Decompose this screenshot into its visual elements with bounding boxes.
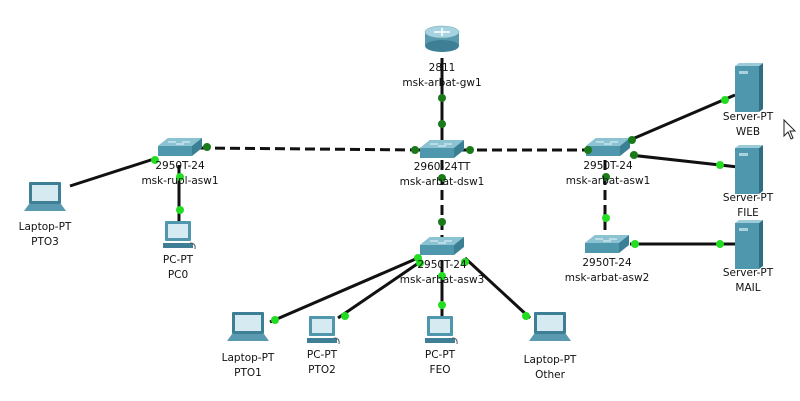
port-status-dot bbox=[416, 259, 424, 267]
device-name-label: WEB bbox=[735, 126, 761, 138]
device-model-label: PC-PT bbox=[162, 254, 194, 266]
switch-asw2-icon[interactable] bbox=[585, 235, 629, 253]
port-status-dot bbox=[631, 240, 639, 248]
link-rupl-dsw1[interactable] bbox=[199, 146, 423, 152]
device-name-label: PC0 bbox=[167, 269, 189, 281]
device-model-label: Laptop-PT bbox=[221, 352, 275, 364]
port-status-dot bbox=[341, 312, 349, 320]
device-name-label: PTO3 bbox=[31, 236, 59, 248]
port-status-dot bbox=[628, 136, 636, 144]
port-status-dot bbox=[466, 146, 474, 154]
device-model-label: PC-PT bbox=[306, 349, 338, 361]
device-model-label: 2950T-24 bbox=[582, 257, 632, 269]
router-gw1-icon[interactable] bbox=[424, 25, 460, 52]
server-file-icon[interactable] bbox=[735, 145, 763, 194]
port-status-dot bbox=[721, 96, 729, 104]
laptop-other-icon[interactable] bbox=[529, 312, 571, 341]
switch-dsw1-icon[interactable] bbox=[420, 140, 464, 158]
port-status-dot bbox=[461, 258, 469, 266]
port-status-dot bbox=[176, 206, 184, 214]
link-rupl-pto3[interactable] bbox=[69, 156, 158, 188]
device-name-label: PTO1 bbox=[234, 367, 262, 379]
link-asw1-web[interactable] bbox=[629, 93, 736, 142]
port-status-dot bbox=[151, 156, 159, 164]
device-model-label: PC-PT bbox=[424, 349, 456, 361]
link-asw3-other[interactable] bbox=[463, 256, 532, 320]
port-status-dot bbox=[438, 120, 446, 128]
port-status-dot bbox=[411, 146, 419, 154]
port-status-dot bbox=[438, 174, 446, 182]
port-status-dot bbox=[438, 272, 446, 280]
device-model-label: Laptop-PT bbox=[18, 221, 72, 233]
pc-pto2-icon[interactable] bbox=[307, 316, 340, 345]
port-status-dot bbox=[438, 301, 446, 309]
switch-asw1-icon[interactable] bbox=[586, 138, 630, 156]
server-mail-icon[interactable] bbox=[735, 220, 763, 269]
device-name-label: msk-rupl-asw1 bbox=[141, 175, 219, 187]
device-name-label: msk-arbat-asw1 bbox=[565, 175, 651, 187]
device-model-label: 2950T-24 bbox=[155, 160, 205, 172]
port-status-dot bbox=[438, 94, 446, 102]
device-name-label: Other bbox=[535, 369, 565, 381]
port-status-dot bbox=[203, 143, 211, 151]
port-status-dot bbox=[584, 146, 592, 154]
port-status-dot bbox=[438, 218, 446, 226]
device-name-label: MAIL bbox=[735, 282, 761, 294]
device-model-label: 2960-24TT bbox=[413, 161, 471, 173]
device-name-label: FEO bbox=[429, 364, 451, 376]
device-name-label: msk-arbat-gw1 bbox=[402, 77, 482, 89]
link-asw3-pto2[interactable] bbox=[337, 260, 421, 320]
pc-pc0-icon[interactable] bbox=[163, 221, 196, 250]
device-model-label: 2811 bbox=[428, 62, 456, 74]
link-asw3-pto1[interactable] bbox=[269, 256, 419, 324]
port-status-dot bbox=[716, 161, 724, 169]
device-model-label: 2950T-24 bbox=[417, 259, 467, 271]
device-name-label: FILE bbox=[737, 207, 759, 219]
port-status-dot bbox=[271, 316, 279, 324]
laptop-pto1-icon[interactable] bbox=[227, 312, 269, 341]
pc-feo-icon[interactable] bbox=[425, 316, 458, 345]
port-status-dot bbox=[630, 151, 638, 159]
device-name-label: msk-arbat-asw3 bbox=[399, 274, 485, 286]
switch-asw3-icon[interactable] bbox=[420, 237, 464, 255]
device-name-label: msk-arbat-asw2 bbox=[564, 272, 650, 284]
device-model-label: Server-PT bbox=[722, 267, 774, 279]
server-web-icon[interactable] bbox=[735, 63, 763, 112]
port-status-dot bbox=[176, 173, 184, 181]
device-name-label: msk-arbat-dsw1 bbox=[399, 176, 485, 188]
switch-rupl-icon[interactable] bbox=[158, 138, 202, 156]
device-model-label: Server-PT bbox=[722, 111, 774, 123]
port-status-dot bbox=[602, 173, 610, 181]
device-name-label: PTO2 bbox=[308, 364, 336, 376]
port-status-dot bbox=[522, 312, 530, 320]
device-model-label: 2950T-24 bbox=[583, 160, 633, 172]
device-model-label: Server-PT bbox=[722, 192, 774, 204]
port-status-dot bbox=[602, 214, 610, 222]
laptop-pto3-icon[interactable] bbox=[24, 182, 66, 211]
device-model-label: Laptop-PT bbox=[523, 354, 577, 366]
port-status-dot bbox=[716, 240, 724, 248]
